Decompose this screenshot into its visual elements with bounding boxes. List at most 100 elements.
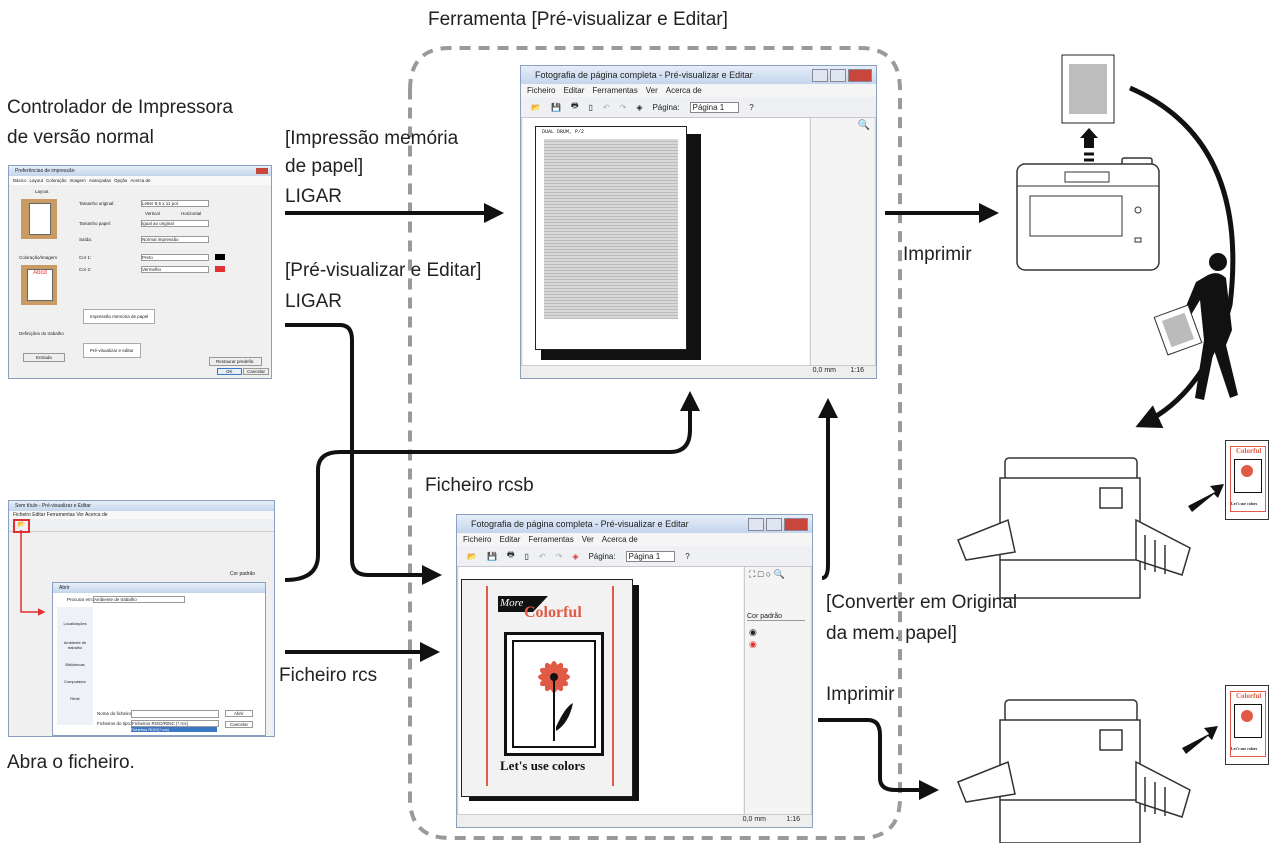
status-zoom: 1:16 (786, 816, 800, 823)
convert-caption-line1: [Converter em Original (826, 592, 1018, 613)
menu-tools[interactable]: Ferramentas (592, 86, 638, 95)
abcd-thumbnail: Abcd (27, 269, 53, 301)
tab-layout[interactable]: Layout (29, 178, 44, 183)
filetype-select[interactable]: Ficheiros RISO/RINC (*.rcs) (131, 720, 219, 727)
sample-colorful-text: Colorful (1236, 447, 1262, 455)
tab-color[interactable]: Coloração (46, 178, 67, 183)
place-desktop[interactable]: Ambiente de trabalho (63, 640, 87, 650)
tab-option[interactable]: Opção (114, 178, 128, 183)
restore-defaults-button[interactable]: Restaurar predefin. (209, 357, 262, 366)
color2-select[interactable]: Vermelho (141, 266, 209, 273)
zoom-icon[interactable]: 🔍 (773, 569, 785, 579)
page-icon[interactable]: ▯ (524, 551, 529, 561)
redo-icon[interactable]: ↷ (555, 551, 563, 561)
menu-about[interactable]: Acerca de (665, 86, 702, 95)
place-libraries[interactable]: Bibliotecas (65, 662, 85, 667)
menu-about[interactable]: Acerca de (85, 512, 108, 518)
close-button[interactable] (848, 69, 872, 82)
help-icon[interactable]: ? (685, 551, 690, 561)
default-color-tab[interactable]: Cor padrão (747, 613, 805, 621)
look-in-select[interactable]: Ambiente de trabalho (93, 596, 185, 603)
original-size-select[interactable]: Letter 8,5 x 11 pol. (141, 200, 209, 207)
tab-image[interactable]: Imagem (69, 178, 86, 183)
entry-button[interactable]: Entrada (23, 353, 65, 362)
maximize-button[interactable] (830, 69, 846, 82)
open-button[interactable]: Abrir (225, 710, 253, 717)
tool-dashed-frame (408, 46, 902, 840)
orient-portrait-radio[interactable]: Vertical (145, 211, 160, 216)
lasso-tool-icon[interactable]: ○ (765, 569, 772, 579)
menu-tools[interactable]: Ferramentas (528, 535, 574, 544)
color-black-icon[interactable]: ◉ (749, 627, 757, 637)
minimize-button[interactable] (748, 518, 764, 531)
rect-tool-icon[interactable]: □ (757, 569, 764, 579)
color1-select[interactable]: Preto (141, 254, 209, 261)
poster-right-line (612, 586, 614, 786)
menu-edit[interactable]: Editar (32, 512, 46, 518)
place-computer[interactable]: Computador (63, 679, 86, 684)
print-label-2: Imprimir (826, 684, 895, 705)
open-folder-icon[interactable]: 📂 (13, 519, 30, 533)
poster-colorful-text: Colorful (524, 604, 582, 621)
print-icon[interactable]: 🖶 (506, 550, 515, 559)
menu-tools[interactable]: Ferramentas (46, 512, 75, 518)
preview-window-title: Fotografia de página completa - Pré-visu… (535, 70, 753, 80)
driver-close-button[interactable] (256, 168, 268, 174)
page-icon[interactable]: ▯ (588, 102, 593, 112)
tab-about[interactable]: Acerca de (130, 178, 151, 183)
select-tool-icon[interactable]: ⛶ (749, 569, 756, 579)
paper-size-select[interactable]: Igual ao original (141, 220, 209, 227)
preview-edit-checkbox[interactable]: Pré-visualizar e editar (83, 343, 141, 358)
menu-about[interactable]: Acerca de (601, 535, 638, 544)
print-icon[interactable]: 🖶 (570, 101, 579, 110)
open-window-toolbar: 📂 (9, 519, 274, 533)
edit-side-panel: ⛶ □ ○ 🔍 Cor padrão ◉ ◉ (744, 567, 810, 815)
undo-icon[interactable]: ↶ (602, 102, 610, 112)
zoom-icon[interactable]: 🔍 (857, 120, 870, 131)
help-icon[interactable]: ? (749, 102, 754, 112)
paper-size-label: Tamanho papel: (79, 221, 112, 226)
eraser-icon[interactable]: ◈ (572, 551, 579, 561)
eraser-icon[interactable]: ◈ (636, 102, 643, 112)
filename-input[interactable] (131, 710, 219, 718)
menu-view[interactable]: Ver (581, 535, 594, 544)
page-select[interactable]: Página 1 (689, 101, 740, 113)
menu-file[interactable]: Ficheiro (463, 535, 492, 544)
ok-button[interactable]: OK (217, 368, 242, 375)
minimize-button[interactable] (812, 69, 828, 82)
place-recent[interactable]: Localizações (63, 621, 87, 626)
menu-edit[interactable]: Editar (563, 86, 585, 95)
maximize-button[interactable] (766, 518, 782, 531)
close-button[interactable] (784, 518, 808, 531)
filetype-option-rcs[interactable]: Ficheiros RISO(*.rcs) (131, 727, 217, 732)
output-select[interactable]: Normal impressão (141, 236, 209, 243)
menu-edit[interactable]: Editar (499, 535, 521, 544)
menu-view[interactable]: Ver (76, 512, 84, 518)
open-folder-icon[interactable]: 📂 (467, 551, 477, 561)
cancel-button[interactable]: Cancelar (243, 368, 270, 375)
preview-sheet: DUAL DRUM, P/2 (535, 126, 687, 350)
sample-colorful-text: Colorful (1236, 692, 1262, 700)
color-image-label: Coloração/Imagem (19, 255, 58, 260)
save-icon[interactable]: 💾 (486, 551, 497, 561)
tab-basic[interactable]: Básico (13, 176, 27, 185)
open-folder-icon[interactable]: 📂 (531, 102, 541, 112)
color-red-icon[interactable]: ◉ (749, 639, 757, 649)
output-label: Saída: (79, 237, 93, 242)
save-icon[interactable]: 💾 (550, 102, 561, 112)
sample-caption: Let's use colors (1231, 746, 1258, 751)
cancel-button[interactable]: Cancelar (225, 721, 254, 728)
menu-file[interactable]: Ficheiro (13, 512, 31, 518)
menu-view[interactable]: Ver (645, 86, 658, 95)
place-network[interactable]: Rede (70, 696, 80, 701)
redo-icon[interactable]: ↷ (619, 102, 627, 112)
mem-print-checkbox[interactable]: Impressão memória de papel (83, 309, 156, 324)
default-color-tab[interactable]: Cor padrão (230, 571, 256, 577)
page-label: Página: (652, 102, 680, 112)
page-select[interactable]: Página 1 (625, 550, 676, 562)
orient-landscape-radio[interactable]: Horizontal (181, 211, 202, 216)
menu-file[interactable]: Ficheiro (527, 86, 556, 95)
color2-label: Cor 2: (79, 267, 92, 272)
tab-advanced[interactable]: Avançadas (88, 178, 111, 183)
undo-icon[interactable]: ↶ (538, 551, 546, 561)
